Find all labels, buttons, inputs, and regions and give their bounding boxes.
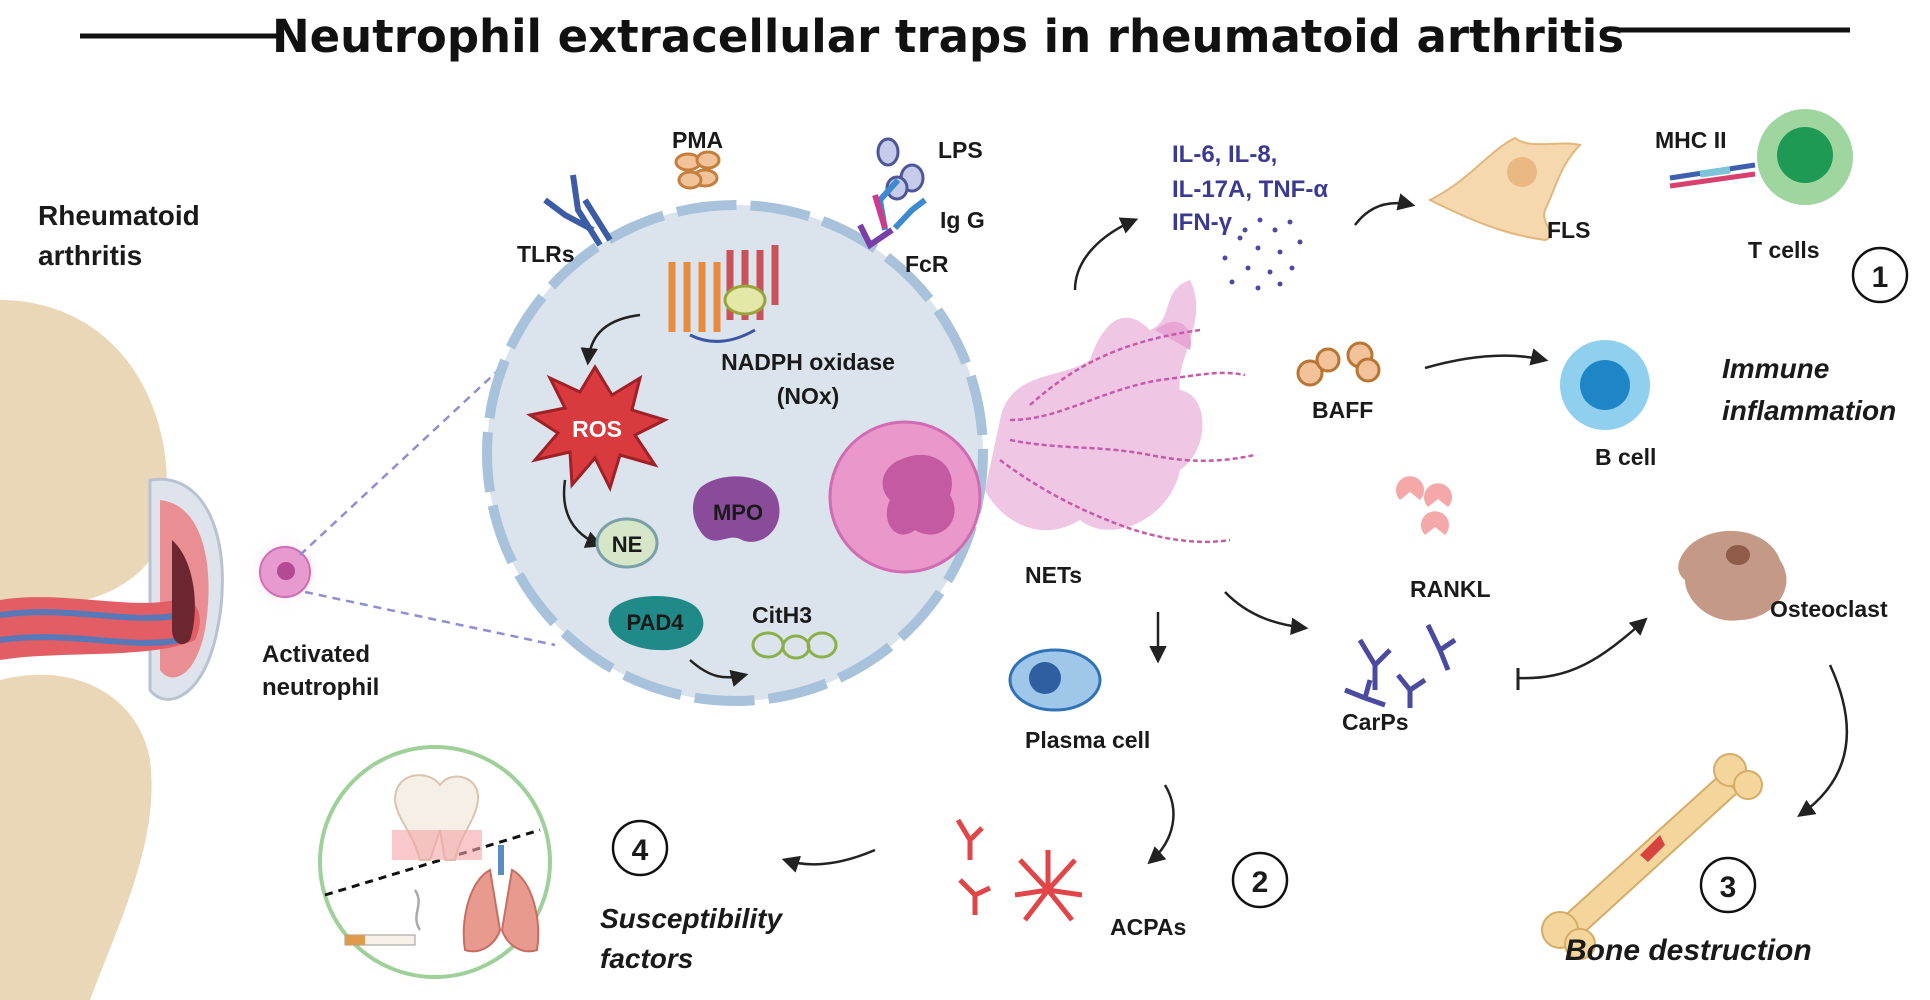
fls-cell (1427, 136, 1582, 242)
mhc-label: MHC II (1655, 127, 1727, 153)
carps-label: CarPs (1342, 709, 1408, 735)
ne-granule (595, 517, 659, 569)
activated-neutrophil-nucleus (277, 562, 295, 580)
pad4-label: PAD4 (626, 610, 684, 635)
plasma-cell-nucleus (1029, 662, 1061, 694)
cytokine-label-line1: IL-6, IL-8, (1172, 141, 1277, 168)
immune-label-line1: Immune (1722, 353, 1829, 384)
step-1-circle (1851, 246, 1909, 304)
activated-label-line2: neutrophil (262, 674, 379, 701)
nets-cloud (985, 280, 1256, 544)
acpas-label: ACPAs (1110, 914, 1186, 940)
zoom-line-bottom (304, 590, 556, 647)
fls-nucleus (1507, 157, 1537, 187)
ros-burst (526, 364, 670, 493)
ne-label: NE (612, 532, 643, 557)
rankl-label: RANKL (1410, 576, 1491, 602)
net-neutrophil-nucleus (882, 454, 955, 535)
joint-illustration (0, 300, 224, 1000)
nets-to-carps-arrow (1224, 591, 1309, 636)
ra-label-line2: arthritis (38, 240, 142, 271)
diagram-title: Neutrophil extracellular traps in rheuma… (272, 10, 1624, 63)
baff-to-bcell-arrow (1424, 348, 1549, 370)
mpo-label: MPO (713, 500, 763, 525)
step-3-number: 3 (1720, 871, 1737, 904)
fls-label: FLS (1547, 217, 1590, 243)
step-4-number: 4 (632, 834, 649, 867)
bone-destruction-label: Bone destruction (1565, 934, 1812, 967)
nets-label: NETs (1025, 562, 1082, 588)
b-cell-nucleus (1580, 360, 1630, 410)
activated-label-line1: Activated (262, 641, 370, 668)
ros-to-ne-arrow (562, 479, 604, 548)
osteoclast (1678, 530, 1787, 621)
osteoclast-label: Osteoclast (1770, 596, 1888, 622)
step-4-circle (611, 819, 669, 877)
neutrophil-cell (482, 200, 988, 706)
nets-to-cytokines-arrow (1073, 217, 1139, 291)
step-3-circle (1699, 856, 1757, 914)
carps-antibodies (1344, 623, 1457, 708)
pma-molecules (674, 150, 721, 190)
bone-illustration (1541, 753, 1763, 960)
nadph-to-ros-arrow (580, 313, 641, 366)
ros-label: ROS (572, 416, 622, 442)
plasma-cell-label: Plasma cell (1025, 727, 1150, 753)
immune-label-line2: inflammation (1722, 395, 1896, 426)
osteoclast-nucleus (1726, 545, 1750, 565)
igg-label: Ig G (940, 207, 985, 233)
rankl-molecules (1396, 476, 1453, 535)
susceptibility-divider (324, 828, 541, 897)
mhc-ii-complex (1669, 162, 1756, 189)
ra-label-line1: Rheumatoid (38, 200, 200, 231)
fcr-label: FcR (905, 251, 949, 277)
cigarette-illustration (344, 889, 422, 946)
b-cell-label: B cell (1595, 444, 1656, 470)
lps-label: LPS (938, 137, 983, 163)
cith3-histone (751, 631, 838, 660)
tooth-illustration (392, 774, 482, 861)
plasma-to-acpas-arrow (1147, 784, 1175, 865)
cytokine-label-line3: IFN-γ (1172, 209, 1233, 236)
igg-fcr-receptor (857, 177, 927, 250)
step-2-number: 2 (1252, 866, 1269, 899)
carps-inhibit-osteoclast-arrow (1517, 617, 1648, 680)
step-1-number: 1 (1872, 261, 1889, 294)
tlr-receptor (543, 174, 613, 247)
acpas-antibodies (955, 818, 1083, 922)
pad4-enzyme (608, 595, 704, 651)
cytokine-dots (1222, 217, 1303, 291)
acpas-to-susceptibility-arrow (781, 848, 876, 873)
cytokine-label-line2: IL-17A, TNF-α (1172, 176, 1328, 203)
baff-molecules (1296, 341, 1381, 387)
susceptibility-label-line2: factors (600, 943, 693, 974)
cith3-label: CitH3 (752, 602, 812, 628)
nadph-label-line2: (NOx) (777, 383, 840, 409)
step-2-circle (1231, 851, 1289, 909)
tlrs-label: TLRs (517, 241, 575, 267)
t-cells-label: T cells (1748, 237, 1820, 263)
susceptibility-label-line1: Susceptibility (600, 903, 783, 934)
lps-molecules (876, 137, 925, 201)
nadph-oxidase-complex (668, 245, 779, 343)
nadph-label-line1: NADPH oxidase (721, 349, 895, 375)
baff-label: BAFF (1312, 397, 1373, 423)
mpo-enzyme (692, 476, 780, 542)
cytokines-to-fls-arrow (1354, 193, 1416, 226)
pma-label: PMA (672, 127, 723, 153)
lungs-illustration (462, 845, 540, 953)
pad4-to-cith3-arrow (689, 659, 749, 687)
t-cell-nucleus (1777, 127, 1833, 183)
osteoclast-to-bone-arrow (1797, 664, 1849, 818)
